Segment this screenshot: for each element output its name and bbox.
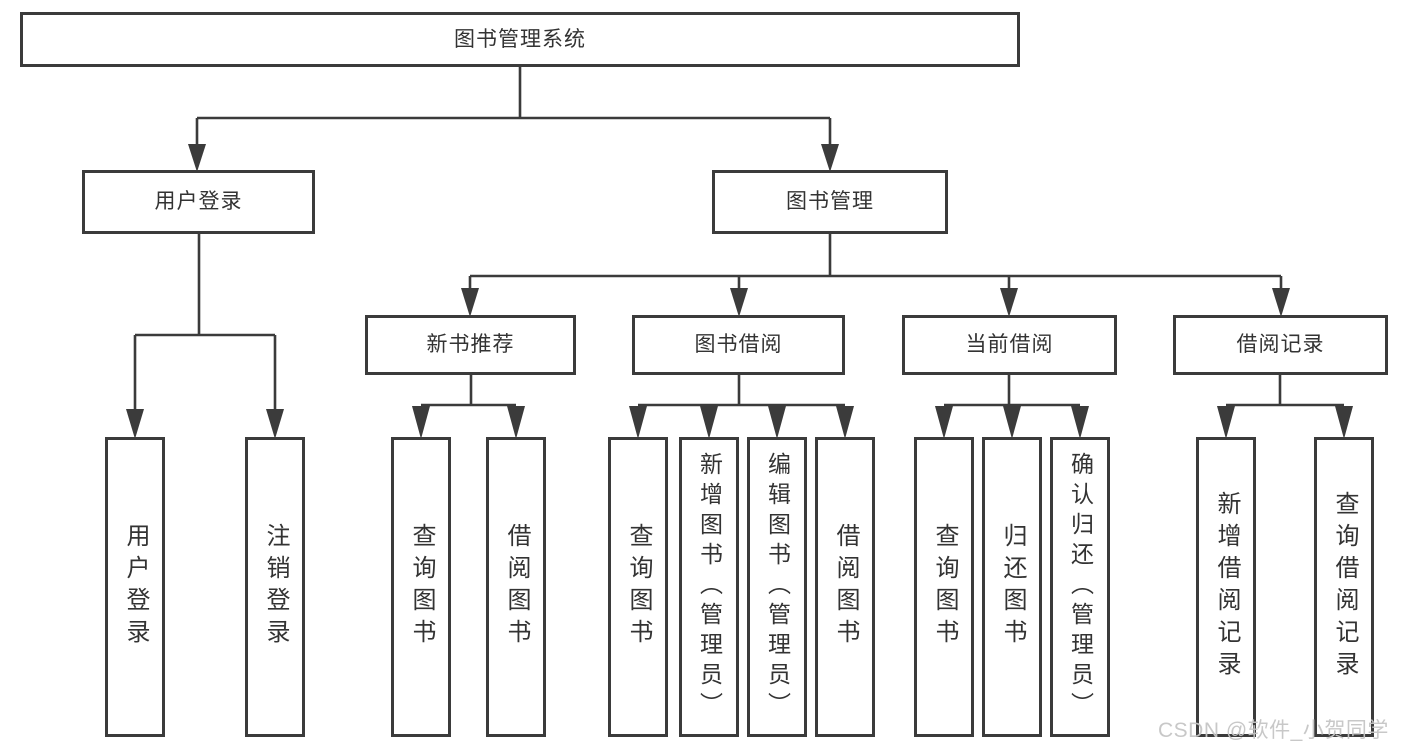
node-label: 图书管理系统 xyxy=(454,27,586,51)
node-book-borrowing: 图书借阅 xyxy=(632,315,845,375)
leaf-label: 查询图书 xyxy=(931,523,958,651)
arrowheads xyxy=(126,144,1353,439)
node-new-book-recommendation: 新书推荐 xyxy=(365,315,576,375)
leaf-borrow-books-borrowing: 借阅图书 xyxy=(815,437,875,737)
leaf-user-login: 用户登录 xyxy=(105,437,165,737)
leaf-label: 查询图书 xyxy=(408,523,435,651)
node-library-management-system: 图书管理系统 xyxy=(20,12,1020,67)
leaf-query-books-current: 查询图书 xyxy=(914,437,974,737)
csdn-watermark: CSDN @软件_小贺同学 xyxy=(1158,719,1389,742)
leaf-label: 新增借阅记录 xyxy=(1213,491,1240,683)
leaf-add-borrow-record: 新增借阅记录 xyxy=(1196,437,1256,737)
leaf-query-books-borrowing: 查询图书 xyxy=(608,437,668,737)
node-borrowing-records: 借阅记录 xyxy=(1173,315,1388,375)
leaf-query-borrow-record: 查询借阅记录 xyxy=(1314,437,1374,737)
leaf-label: 借阅图书 xyxy=(832,523,859,651)
leaf-confirm-return-admin: 确认归还（管理员） xyxy=(1050,437,1110,737)
leaf-label: 注销登录 xyxy=(262,523,289,651)
leaf-return-books: 归还图书 xyxy=(982,437,1042,737)
leaf-query-books-recommend: 查询图书 xyxy=(391,437,451,737)
leaf-add-books-admin: 新增图书（管理员） xyxy=(679,437,739,737)
node-label: 借阅记录 xyxy=(1236,333,1325,357)
leaf-edit-books-admin: 编辑图书（管理员） xyxy=(747,437,807,737)
node-label: 图书管理 xyxy=(786,190,874,214)
node-label: 当前借阅 xyxy=(965,333,1054,357)
leaf-label: 编辑图书（管理员） xyxy=(764,452,791,722)
node-book-management: 图书管理 xyxy=(712,170,948,234)
node-label: 用户登录 xyxy=(154,190,243,214)
leaf-label: 借阅图书 xyxy=(503,523,530,651)
node-label: 新书推荐 xyxy=(426,333,515,357)
leaf-label: 查询图书 xyxy=(625,523,652,651)
leaf-label: 新增图书（管理员） xyxy=(696,452,723,722)
leaf-label: 查询借阅记录 xyxy=(1331,491,1358,683)
leaf-borrow-books-recommend: 借阅图书 xyxy=(486,437,546,737)
node-current-borrowing: 当前借阅 xyxy=(902,315,1117,375)
leaf-label: 确认归还（管理员） xyxy=(1067,452,1094,722)
node-label: 图书借阅 xyxy=(694,333,783,357)
node-user-login: 用户登录 xyxy=(82,170,315,234)
leaf-label: 归还图书 xyxy=(999,523,1026,651)
leaf-logout: 注销登录 xyxy=(245,437,305,737)
leaf-label: 用户登录 xyxy=(122,523,149,651)
